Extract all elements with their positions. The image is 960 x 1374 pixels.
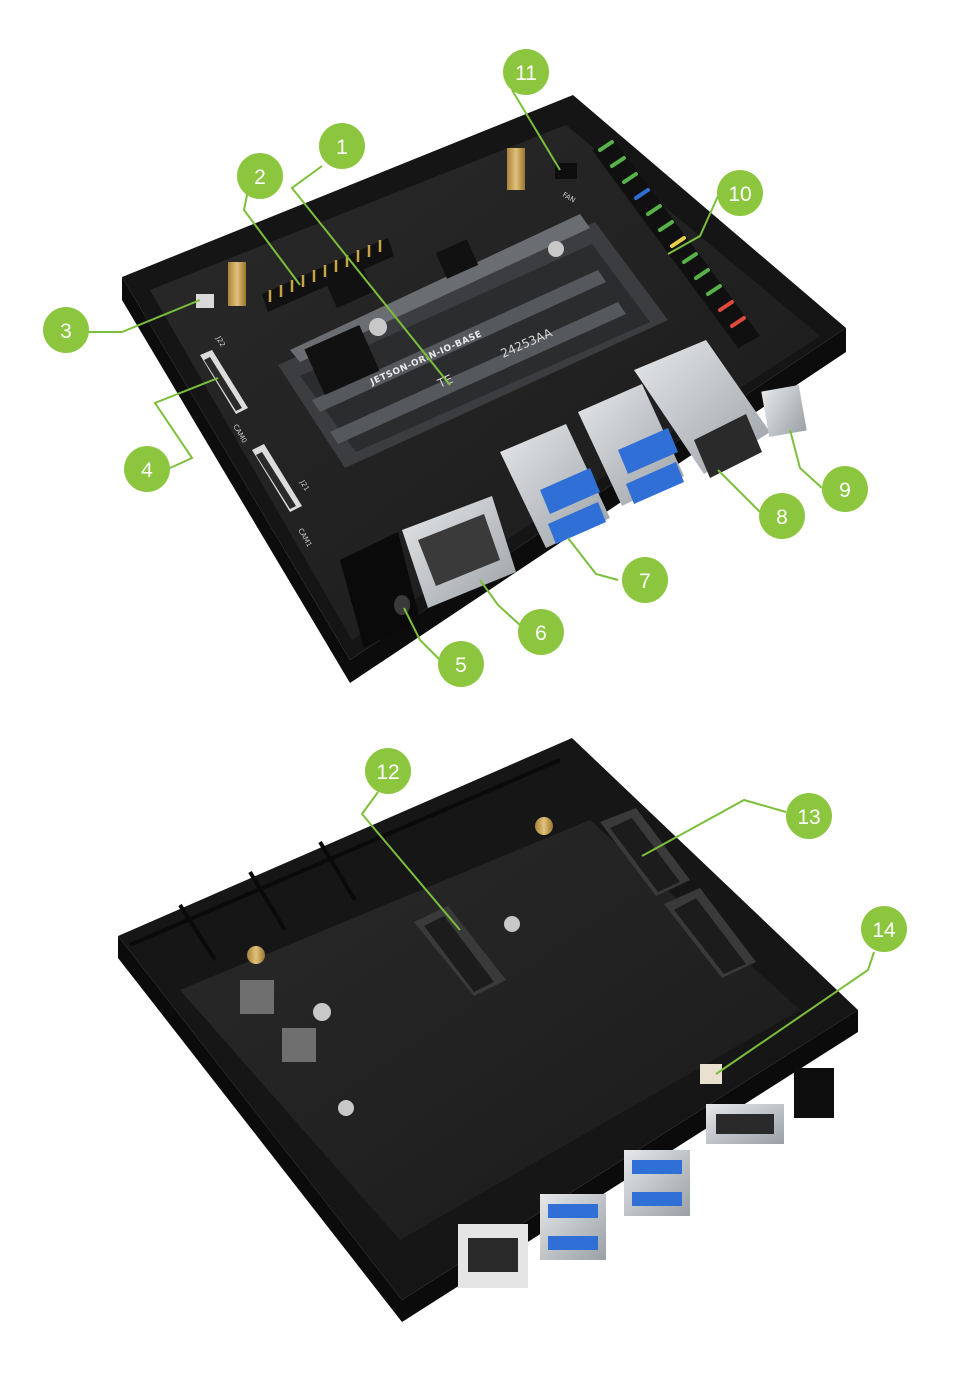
callout-badge-10: 10 bbox=[717, 170, 763, 216]
m2-slot-bottom bbox=[414, 906, 506, 996]
mount-screw bbox=[548, 241, 564, 257]
svg-text:9: 9 bbox=[839, 479, 851, 502]
rtc-battery-header bbox=[196, 294, 214, 308]
callout-badge-13: 13 bbox=[786, 793, 832, 839]
leader-line-1 bbox=[290, 165, 451, 386]
callout-badge-12: 12 bbox=[365, 748, 411, 794]
bottom-dc-jack bbox=[794, 1068, 834, 1118]
svg-text:11: 11 bbox=[515, 62, 537, 85]
ethernet-port bbox=[634, 340, 770, 478]
antenna-connector bbox=[507, 148, 525, 190]
bottom-ethernet bbox=[458, 1224, 528, 1288]
callout-badge-3: 3 bbox=[43, 307, 89, 353]
svg-text:3: 3 bbox=[60, 320, 72, 343]
enclosure-top-rim bbox=[122, 277, 846, 683]
leader-line-3 bbox=[88, 299, 201, 333]
leader-line-4 bbox=[153, 377, 219, 469]
connector-brand-label: TE bbox=[435, 372, 455, 391]
callout-badge-4: 4 bbox=[124, 446, 170, 492]
fan-connector-bottom bbox=[700, 1064, 722, 1084]
antenna-connector bbox=[228, 262, 246, 306]
usb-stack-left bbox=[500, 424, 610, 548]
mount-screw bbox=[535, 817, 553, 835]
callout-badge-9: 9 bbox=[822, 466, 868, 512]
fan-header bbox=[555, 163, 577, 179]
callout-badge-7: 7 bbox=[622, 557, 668, 603]
ic-small bbox=[435, 239, 479, 279]
leader-line-11 bbox=[511, 89, 561, 171]
callout-badge-14: 14 bbox=[861, 906, 907, 952]
leader-line-8 bbox=[717, 469, 765, 517]
mount-screw bbox=[369, 318, 387, 336]
inductor bbox=[282, 1028, 316, 1062]
ic-small-2 bbox=[326, 267, 374, 309]
callout-badge-2: 2 bbox=[237, 153, 283, 199]
svg-text:10: 10 bbox=[728, 183, 751, 206]
svg-text:12: 12 bbox=[376, 761, 399, 784]
svg-text:8: 8 bbox=[776, 506, 788, 529]
callout-badges: 1 2 3 4 5 6 7 8 bbox=[43, 49, 907, 952]
mount-screw bbox=[338, 1100, 354, 1116]
svg-text:5: 5 bbox=[455, 654, 467, 677]
board-bottom-view bbox=[118, 738, 858, 1322]
svg-text:7: 7 bbox=[639, 570, 651, 593]
displayport-port bbox=[402, 496, 516, 608]
dc-jack bbox=[340, 532, 420, 648]
callout-badge-11: 11 bbox=[503, 49, 549, 95]
leader-line-14 bbox=[715, 951, 875, 1075]
main-ic bbox=[304, 324, 380, 396]
leader-line-7 bbox=[567, 537, 619, 581]
bottom-usb-left bbox=[540, 1194, 606, 1260]
usb-stack-right bbox=[578, 384, 684, 506]
dc-jack-hole bbox=[394, 595, 410, 615]
pin-header-12pin bbox=[262, 238, 394, 312]
svg-text:2: 2 bbox=[254, 166, 266, 189]
inductor bbox=[240, 980, 274, 1014]
svg-text:6: 6 bbox=[535, 622, 547, 645]
gpio-header-40pin bbox=[592, 140, 760, 348]
svg-text:1: 1 bbox=[336, 136, 348, 159]
svg-text:4: 4 bbox=[141, 459, 153, 482]
pcb-bottom bbox=[180, 820, 800, 1240]
mount-screw bbox=[504, 916, 520, 932]
button-switch bbox=[761, 385, 807, 437]
callout-badge-1: 1 bbox=[319, 123, 365, 169]
leader-line-13 bbox=[641, 798, 787, 857]
bottom-usb-right bbox=[624, 1150, 690, 1216]
leader-line-2 bbox=[242, 189, 301, 286]
leader-line-12 bbox=[360, 791, 461, 931]
leader-lines bbox=[88, 89, 875, 1075]
leader-line-5 bbox=[403, 607, 441, 661]
csi-camera-connectors bbox=[200, 350, 302, 512]
board-top-view: JETSON-ORIN-IO-BASE TE 24253AA bbox=[122, 95, 846, 683]
callout-badge-8: 8 bbox=[759, 493, 805, 539]
leader-line-10 bbox=[667, 195, 719, 255]
svg-text:13: 13 bbox=[797, 806, 820, 829]
leader-line-9 bbox=[789, 429, 823, 489]
leader-line-6 bbox=[479, 579, 521, 626]
mount-screw bbox=[313, 1003, 331, 1021]
bottom-displayport bbox=[706, 1104, 784, 1144]
module-connector bbox=[278, 214, 668, 468]
m2-slot-lower bbox=[664, 888, 756, 978]
mount-screw bbox=[247, 946, 265, 964]
enclosure-bottom-rim bbox=[118, 936, 858, 1322]
svg-text:14: 14 bbox=[872, 919, 896, 942]
callout-badge-6: 6 bbox=[518, 609, 564, 655]
callout-badge-5: 5 bbox=[438, 641, 484, 687]
